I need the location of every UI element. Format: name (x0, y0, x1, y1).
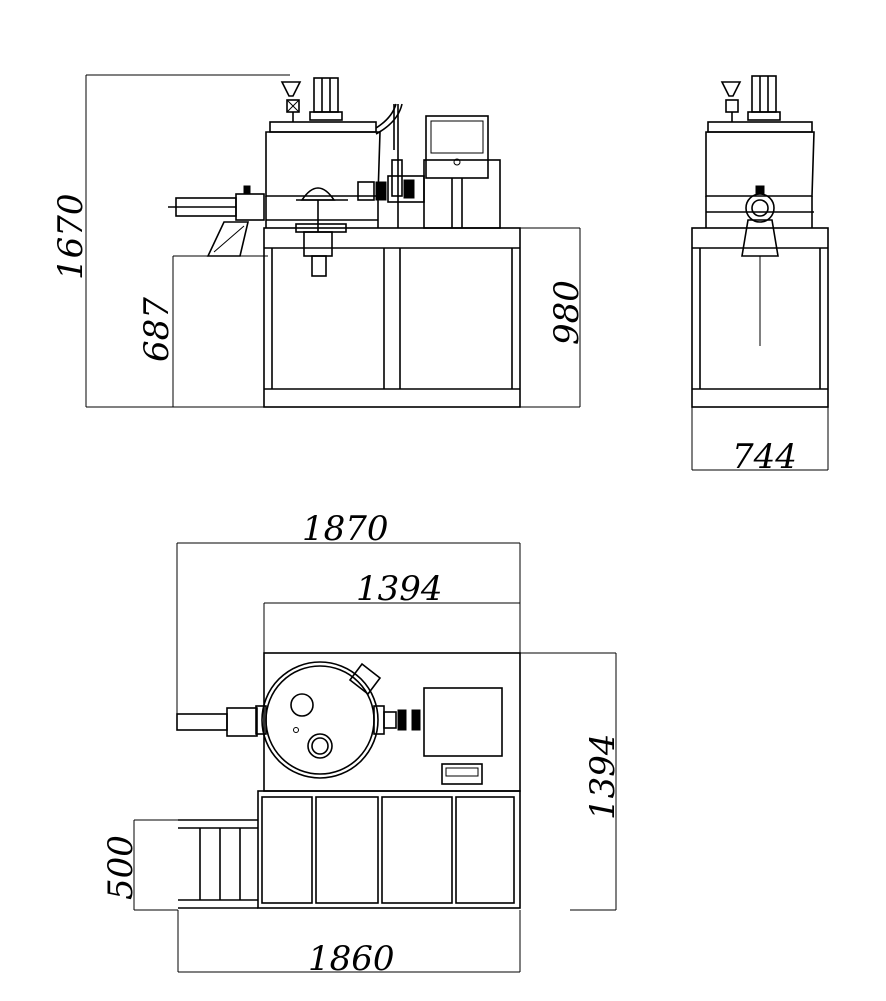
front-view: 1670 687 980 (51, 74, 587, 408)
top-bowl (255, 661, 385, 779)
top-outlet-pipe (176, 707, 258, 737)
front-frame (263, 227, 521, 408)
top-view: 1870 1394 1394 500 1860 (101, 509, 623, 979)
dim-1870: 1870 (302, 509, 389, 549)
top-control-cabinet (423, 687, 503, 757)
top-platform (178, 790, 521, 909)
side-discharge (741, 185, 779, 346)
dim-500: 500 (101, 835, 141, 900)
top-panel (441, 763, 483, 785)
dim-687: 687 (137, 297, 177, 362)
dim-980: 980 (547, 280, 587, 345)
mixing-bowl (265, 121, 381, 228)
side-view: 744 (691, 75, 829, 477)
side-bowl (705, 121, 815, 228)
dim-1394-top: 1394 (356, 569, 443, 609)
dim-1670: 1670 (51, 193, 91, 280)
dim-744: 744 (732, 437, 797, 477)
control-cabinet (423, 115, 501, 229)
feed-valve (280, 81, 302, 122)
discharge-outlet (168, 185, 265, 257)
top-coupling (383, 709, 421, 731)
spray-pipe (375, 103, 403, 228)
side-frame (691, 227, 829, 408)
side-feed-valve (720, 81, 742, 122)
dim-1394-right: 1394 (583, 733, 623, 820)
top-motor (309, 77, 343, 121)
coupling (357, 175, 425, 203)
chopper-assembly (295, 187, 348, 277)
dim-1860: 1860 (308, 939, 395, 979)
side-motor (747, 75, 781, 121)
